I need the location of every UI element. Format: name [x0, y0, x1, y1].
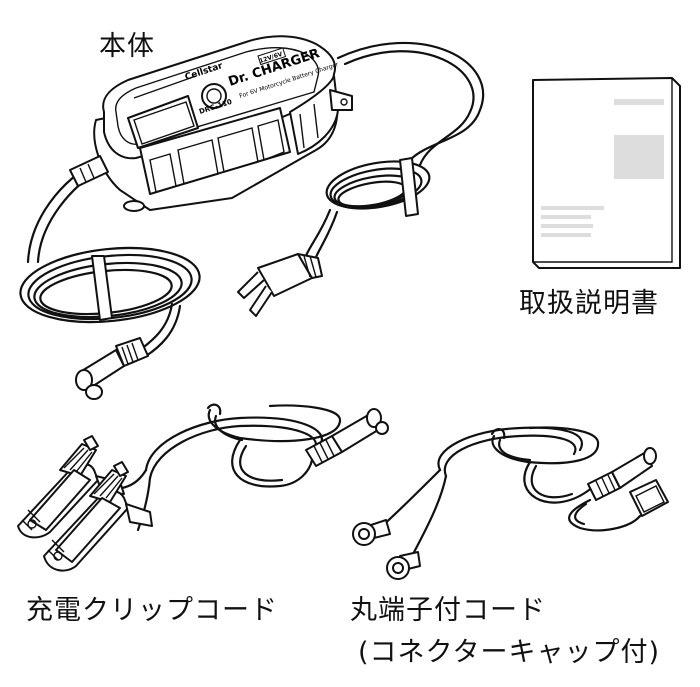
- alligator-clip-2: [43, 461, 153, 572]
- sae-connector: [75, 337, 149, 400]
- ring-terminal-1: [352, 519, 391, 546]
- clip-cord-label: 充電クリップコード: [26, 595, 278, 626]
- manual-label: 取扱説明書: [519, 288, 659, 319]
- ring-cord-label-sub: (コネクターキャップ付): [358, 637, 660, 668]
- ring-cord-label: 丸端子付コード: [350, 595, 546, 626]
- instruction-manual: [532, 77, 681, 269]
- output-cable-coil: [19, 246, 201, 358]
- clip-cord: [17, 403, 389, 572]
- ring-terminal-2: [386, 551, 421, 580]
- power-cable-coil: [303, 157, 431, 264]
- charger-body: Cellstar Dr. CHARGER For 6V Motorcycle B…: [69, 35, 353, 212]
- ac-plug: [237, 253, 323, 317]
- ring-terminal-cord: [352, 426, 669, 580]
- main-unit-label: 本体: [99, 31, 155, 62]
- voltage-badge: [257, 47, 287, 66]
- alligator-clip-1: [17, 435, 125, 539]
